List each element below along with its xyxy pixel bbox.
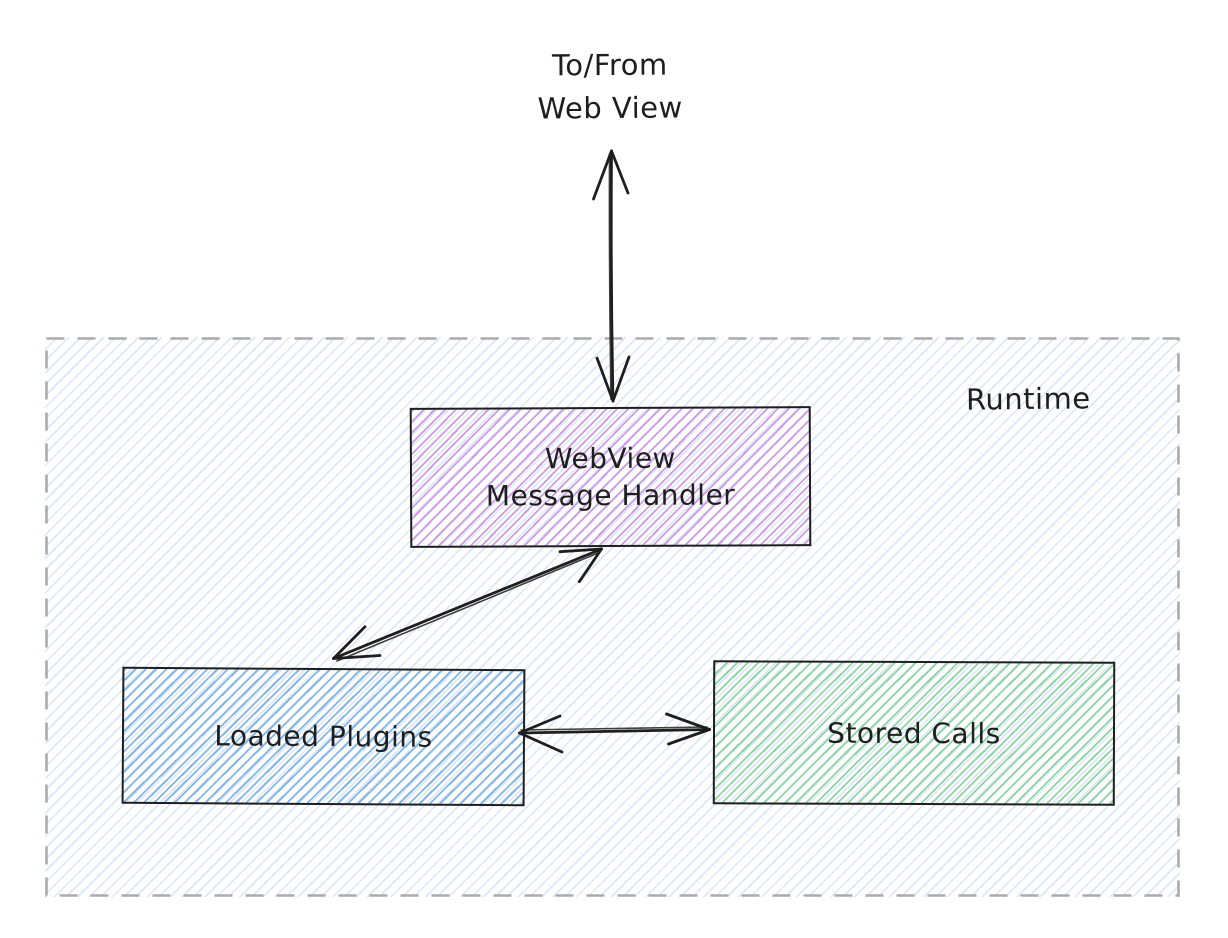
external-flow-label-line2: Web View — [537, 90, 683, 126]
node-webview-message-handler-label-line1: WebView — [544, 441, 676, 476]
node-stored-calls: Stored Calls — [712, 660, 1116, 806]
node-webview-message-handler: WebView Message Handler — [409, 406, 812, 548]
runtime-label: Runtime — [965, 381, 1091, 417]
node-loaded-plugins-label: Loaded Plugins — [214, 719, 433, 754]
node-webview-message-handler-label-line2: Message Handler — [485, 478, 736, 513]
external-flow-label: To/From Web View — [448, 43, 773, 131]
node-loaded-plugins: Loaded Plugins — [121, 666, 526, 807]
node-stored-calls-label: Stored Calls — [827, 716, 1001, 750]
external-flow-label-line1: To/From — [551, 47, 668, 83]
